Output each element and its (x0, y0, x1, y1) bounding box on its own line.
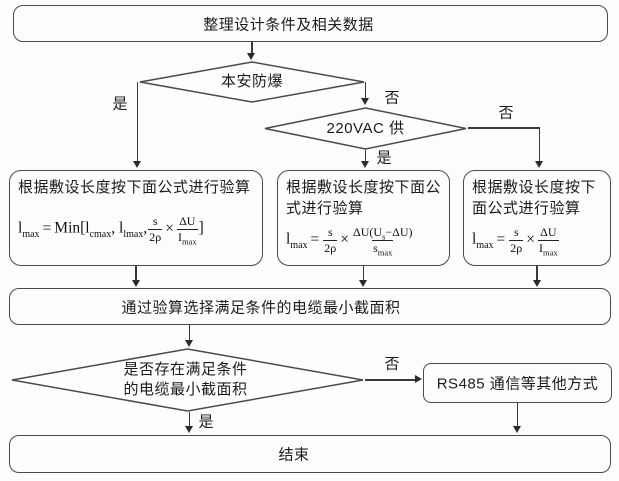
calc-right-text-line1: 根据敷设长度按下 (472, 179, 597, 196)
edge-d1-no-line (364, 82, 366, 99)
edge-rs485-end-arrowhead-icon (513, 426, 521, 433)
edge-calcright-select-arrowhead-icon (532, 280, 541, 287)
edge-d2-no-arrowhead-icon (535, 161, 543, 168)
node-start-label: 整理设计条件及相关数据 (203, 16, 374, 33)
node-decision3-label: 是否存在满足条件 的电缆最小截面积 (123, 360, 247, 400)
edge-d3-yes-label: 是 (198, 413, 214, 431)
decision3-label-line2: 的电缆最小截面积 (123, 381, 248, 398)
decision1-diamond-shape (139, 61, 365, 103)
edge-d2-no-hline (468, 127, 540, 129)
edge-start-d1-line (251, 42, 253, 54)
edge-calcleft-select-line (135, 266, 137, 281)
decision3-diamond-shape (11, 348, 364, 412)
edge-d2-no-label: 否 (498, 104, 514, 122)
node-end: 结束 (9, 435, 611, 473)
node-decision1-label: 本安防爆 (220, 73, 284, 90)
calc-right-text-line2: 面公式进行验算 (472, 200, 581, 217)
node-rs485-label: RS485 通信等其他方式 (436, 375, 599, 393)
edge-calcmid-select-arrowhead-icon (359, 280, 367, 287)
edge-d3-no-line (365, 379, 416, 381)
node-decision2: 220VAC 供 (263, 107, 468, 150)
edge-d3-no-arrowhead-icon (415, 375, 422, 383)
edge-rs485-end-line (516, 403, 518, 427)
edge-start-d1-arrowhead-icon (247, 53, 255, 60)
edge-d3-yes-arrowhead-icon (185, 426, 193, 433)
edge-d1-yes-label: 是 (112, 95, 128, 113)
decision3-label-line1: 是否存在满足条件 (123, 361, 248, 378)
node-rs485: RS485 通信等其他方式 (423, 363, 612, 403)
edge-d1-no-arrowhead-icon (361, 98, 369, 105)
calc-mid-text-line2: 式进行验算 (286, 200, 364, 217)
node-end-label: 结束 (278, 446, 310, 464)
edge-d1-yes-line (136, 82, 138, 162)
edge-calcmid-select-line (362, 266, 364, 281)
edge-d3-no-label: 否 (384, 355, 400, 373)
node-decision2-label: 220VAC 供 (326, 119, 405, 137)
calc-left-text: 根据敷设长度按下面公式进行验算 (18, 179, 251, 196)
edge-d2-yes-line (364, 150, 366, 162)
edge-d3-yes-line (188, 412, 190, 427)
node-decision3: 是否存在满足条件 的电缆最小截面积 (10, 348, 365, 412)
edge-calcright-select-line (536, 266, 538, 281)
node-select: 通过验算选择满足条件的电缆最小截面积 (9, 288, 611, 325)
edge-select-d3-arrowhead-icon (185, 340, 193, 347)
edge-calcleft-select-arrowhead-icon (131, 280, 140, 287)
edge-d2-yes-arrowhead-icon (361, 161, 369, 168)
edge-d1-yes-arrowhead-icon (133, 161, 141, 168)
edge-d2-yes-label: 是 (376, 149, 392, 167)
node-select-label: 通过验算选择满足条件的电缆最小截面积 (121, 299, 401, 316)
edge-select-d3-line (188, 325, 190, 341)
edge-d1-no-label: 否 (384, 89, 400, 107)
calc-mid-text-line1: 根据敷设长度按下面公 (286, 179, 442, 196)
node-start: 整理设计条件及相关数据 (13, 5, 608, 42)
decision2-diamond-shape (264, 107, 467, 150)
node-decision1: 本安防爆 (138, 61, 366, 103)
edge-d2-no-vline (538, 127, 540, 162)
